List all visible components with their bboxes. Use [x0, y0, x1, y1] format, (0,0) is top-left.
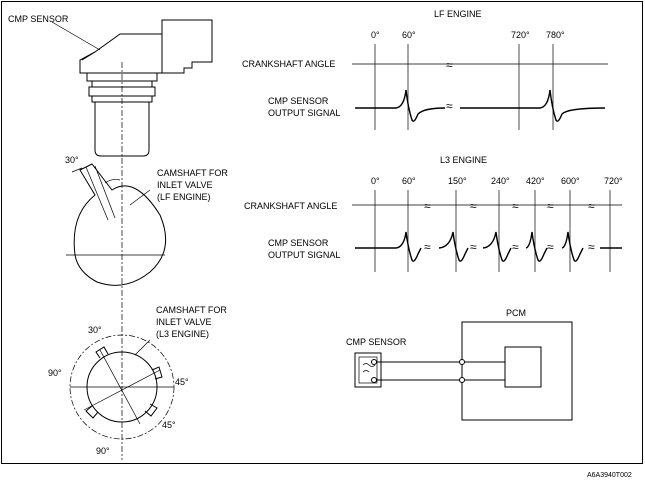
svg-text:≈: ≈ — [547, 199, 554, 213]
svg-text:≈: ≈ — [470, 240, 477, 254]
l3-deg-240: 240° — [491, 176, 510, 186]
l3-engine-title: L3 ENGINE — [440, 155, 487, 165]
camshaft-l3-illustration — [69, 334, 175, 440]
lf-row-cmp-label-2: OUTPUT SIGNAL — [268, 108, 340, 118]
camshaft-l3-label-2: INLET VALVE — [156, 317, 212, 327]
svg-text:≈: ≈ — [470, 199, 477, 213]
lf-row-cmp-label-1: CMP SENSOR — [268, 96, 329, 106]
l3-row-crank-label: CRANKSHAFT ANGLE — [244, 201, 337, 211]
l3-timing-chart: ≈ ≈ ≈ ≈ ≈ ≈ ≈ ≈ ≈ ≈ — [352, 190, 622, 272]
angle-90-left: 90° — [48, 368, 62, 378]
svg-text:≈: ≈ — [446, 99, 453, 113]
lf-timing-chart: ≈ ≈ — [352, 44, 608, 130]
l3-row-cmp-label-2: OUTPUT SIGNAL — [268, 250, 340, 260]
camshaft-l3-label-1: CAMSHAFT FOR — [156, 305, 227, 315]
camshaft-l3-label-3: (L3 ENGINE) — [156, 329, 209, 339]
camshaft-lf-label-2: INLET VALVE — [157, 180, 213, 190]
svg-text:≈: ≈ — [424, 240, 431, 254]
svg-text:≈: ≈ — [446, 58, 453, 72]
lf-deg-0: 0° — [371, 30, 380, 40]
cmp-sensor-illustration — [79, 19, 213, 460]
camshaft-lf-illustration — [66, 163, 167, 286]
l3-deg-150: 150° — [448, 176, 467, 186]
svg-text:≈: ≈ — [424, 199, 431, 213]
cmp-sensor-label: CMP SENSOR — [8, 14, 69, 24]
lf-engine-title: LF ENGINE — [434, 9, 482, 19]
circuit-diagram — [354, 321, 573, 421]
l3-deg-0: 0° — [371, 176, 380, 186]
figure-code: A6A3940T002 — [587, 472, 632, 479]
angle-30-top: 30° — [65, 155, 79, 165]
svg-text:≈: ≈ — [588, 199, 595, 213]
lf-row-crank-label: CRANKSHAFT ANGLE — [242, 59, 335, 69]
svg-text:≈: ≈ — [512, 199, 519, 213]
circuit-sensor-label: CMP SENSOR — [346, 337, 407, 347]
lf-deg-60: 60° — [402, 30, 416, 40]
svg-text:≈: ≈ — [512, 240, 519, 254]
l3-deg-60: 60° — [402, 176, 416, 186]
svg-text:≈: ≈ — [547, 240, 554, 254]
l3-deg-720: 720° — [604, 176, 623, 186]
camshaft-lf-label-1: CAMSHAFT FOR — [157, 168, 228, 178]
l3-deg-420: 420° — [526, 176, 545, 186]
pcm-label: PCM — [506, 308, 526, 318]
angle-90-bottom: 90° — [96, 446, 110, 456]
lf-deg-720: 720° — [511, 30, 530, 40]
figure-frame — [1, 1, 643, 464]
l3-deg-600: 600° — [561, 176, 580, 186]
l3-row-cmp-label-1: CMP SENSOR — [268, 238, 329, 248]
lf-deg-780: 780° — [546, 30, 565, 40]
camshaft-lf-label-3: (LF ENGINE) — [157, 192, 211, 202]
angle-45-upper: 45° — [175, 377, 189, 387]
svg-text:≈: ≈ — [588, 240, 595, 254]
angle-45-lower: 45° — [162, 420, 176, 430]
angle-30-bottom: 30° — [88, 325, 102, 335]
